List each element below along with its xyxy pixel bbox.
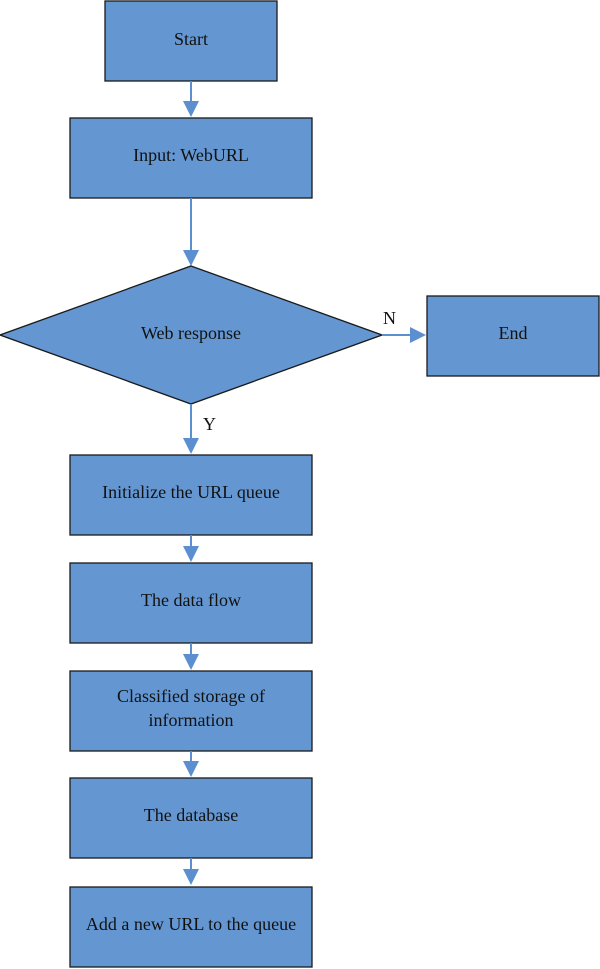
node-database: The database: [69, 777, 313, 859]
arrow-init-to-dataflow: [183, 535, 199, 562]
arrow-input-to-decision: [183, 198, 199, 266]
node-decision-label: Web response: [141, 323, 241, 343]
node-decision: Web response: [0, 265, 384, 405]
node-classified-storage: Classified storage of information: [69, 670, 313, 752]
node-end-label: End: [499, 323, 528, 343]
node-input: Input: WebURL: [69, 117, 313, 199]
arrow-dataflow-to-classified: [183, 643, 199, 670]
arrow-database-to-add-url: [183, 858, 199, 885]
node-add-url-label: Add a new URL to the queue: [86, 914, 296, 934]
node-input-label: Input: WebURL: [133, 145, 249, 165]
node-data-flow: The data flow: [69, 562, 313, 644]
node-add-url: Add a new URL to the queue: [69, 886, 313, 968]
node-database-label: The database: [144, 805, 238, 825]
node-init-queue: Initialize the URL queue: [69, 454, 313, 536]
node-start: Start: [104, 0, 278, 82]
node-init-queue-label: Initialize the URL queue: [102, 482, 280, 502]
node-start-label: Start: [174, 29, 208, 49]
node-classified-label-line1: Classified storage of: [117, 686, 265, 706]
node-data-flow-label: The data flow: [141, 590, 241, 610]
node-classified-label-line2: information: [149, 710, 234, 730]
branch-yes-label: Y: [203, 414, 216, 434]
arrow-start-to-input: [183, 81, 199, 117]
branch-no-label: N: [383, 308, 396, 328]
arrow-classified-to-database: [183, 751, 199, 777]
node-end: End: [426, 295, 600, 377]
arrow-decision-to-init: [183, 404, 199, 454]
arrow-decision-to-end: [382, 327, 426, 343]
